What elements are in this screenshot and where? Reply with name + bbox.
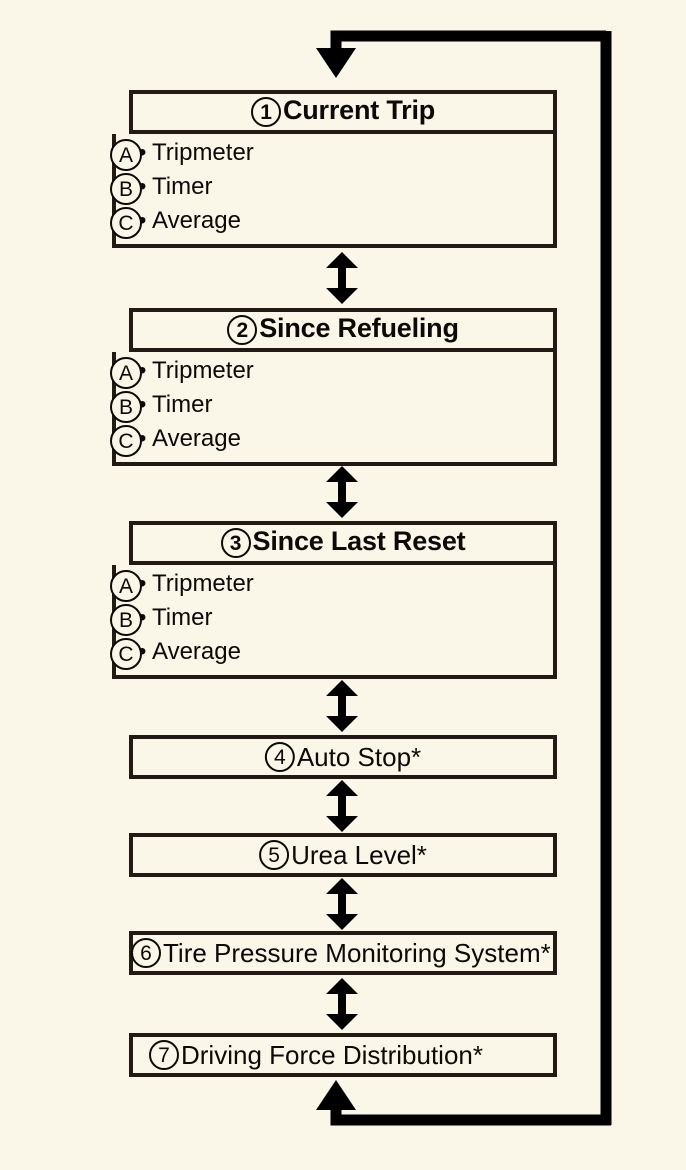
- loop-arrow-bottom: [316, 1080, 611, 1126]
- list-item-label: Tripmeter: [152, 139, 254, 166]
- marker-b: B: [110, 604, 142, 636]
- marker-c: C: [110, 207, 142, 239]
- arrow-1-to-2: [326, 252, 358, 304]
- list-item[interactable]: • Tripmeter: [116, 354, 553, 388]
- marker-a: A: [110, 570, 142, 602]
- list-item[interactable]: • Tripmeter: [116, 567, 553, 601]
- bullet-icon: •: [138, 570, 147, 597]
- list-item-label: Tripmeter: [152, 357, 254, 384]
- bullet-icon: •: [138, 391, 147, 418]
- arrow-5-to-6: [326, 878, 358, 930]
- list-item[interactable]: • Average: [116, 635, 553, 669]
- arrow-3-to-4: [326, 680, 358, 732]
- step-number-3: 3: [220, 528, 251, 558]
- arrow-4-to-5: [326, 780, 358, 832]
- bullet-icon: •: [138, 425, 147, 452]
- step-number-7: 7: [149, 1040, 179, 1070]
- marker-a: A: [110, 139, 142, 171]
- list-item-label: Timer: [152, 391, 213, 418]
- group-3-body[interactable]: • Tripmeter • Timer • Average: [112, 565, 557, 679]
- step-number-1: 1: [250, 97, 281, 127]
- loop-arrow-top: [316, 30, 606, 78]
- marker-a: A: [110, 357, 142, 389]
- list-item[interactable]: • Timer: [116, 170, 553, 204]
- list-item[interactable]: • Tripmeter: [116, 136, 553, 170]
- marker-c: C: [110, 638, 142, 670]
- marker-b: B: [110, 391, 142, 423]
- list-item-label: Timer: [152, 604, 213, 631]
- step-number-4: 4: [264, 742, 295, 772]
- list-item[interactable]: • Timer: [116, 601, 553, 635]
- bullet-icon: •: [138, 638, 147, 665]
- list-item[interactable]: • Timer: [116, 388, 553, 422]
- group-1-body[interactable]: • Tripmeter • Timer • Average: [112, 134, 557, 248]
- group-2-body[interactable]: • Tripmeter • Timer • Average: [112, 352, 557, 466]
- step-number-2: 2: [227, 315, 258, 345]
- bullet-icon: •: [138, 173, 147, 200]
- list-item[interactable]: • Average: [116, 422, 553, 456]
- arrow-6-to-7: [326, 978, 358, 1030]
- bullet-icon: •: [138, 139, 147, 166]
- list-item-label: Average: [152, 207, 241, 234]
- marker-c: C: [110, 425, 142, 457]
- list-item-label: Average: [152, 425, 241, 452]
- bullet-icon: •: [138, 357, 147, 384]
- bullet-icon: •: [138, 207, 147, 234]
- step-number-5: 5: [259, 840, 290, 870]
- bullet-icon: •: [138, 604, 147, 631]
- step-number-6: 6: [131, 938, 161, 968]
- list-item-label: Tripmeter: [152, 570, 254, 597]
- list-item-label: Average: [152, 638, 241, 665]
- arrow-2-to-3: [326, 466, 358, 518]
- list-item-label: Timer: [152, 173, 213, 200]
- marker-b: B: [110, 173, 142, 205]
- list-item[interactable]: • Average: [116, 204, 553, 238]
